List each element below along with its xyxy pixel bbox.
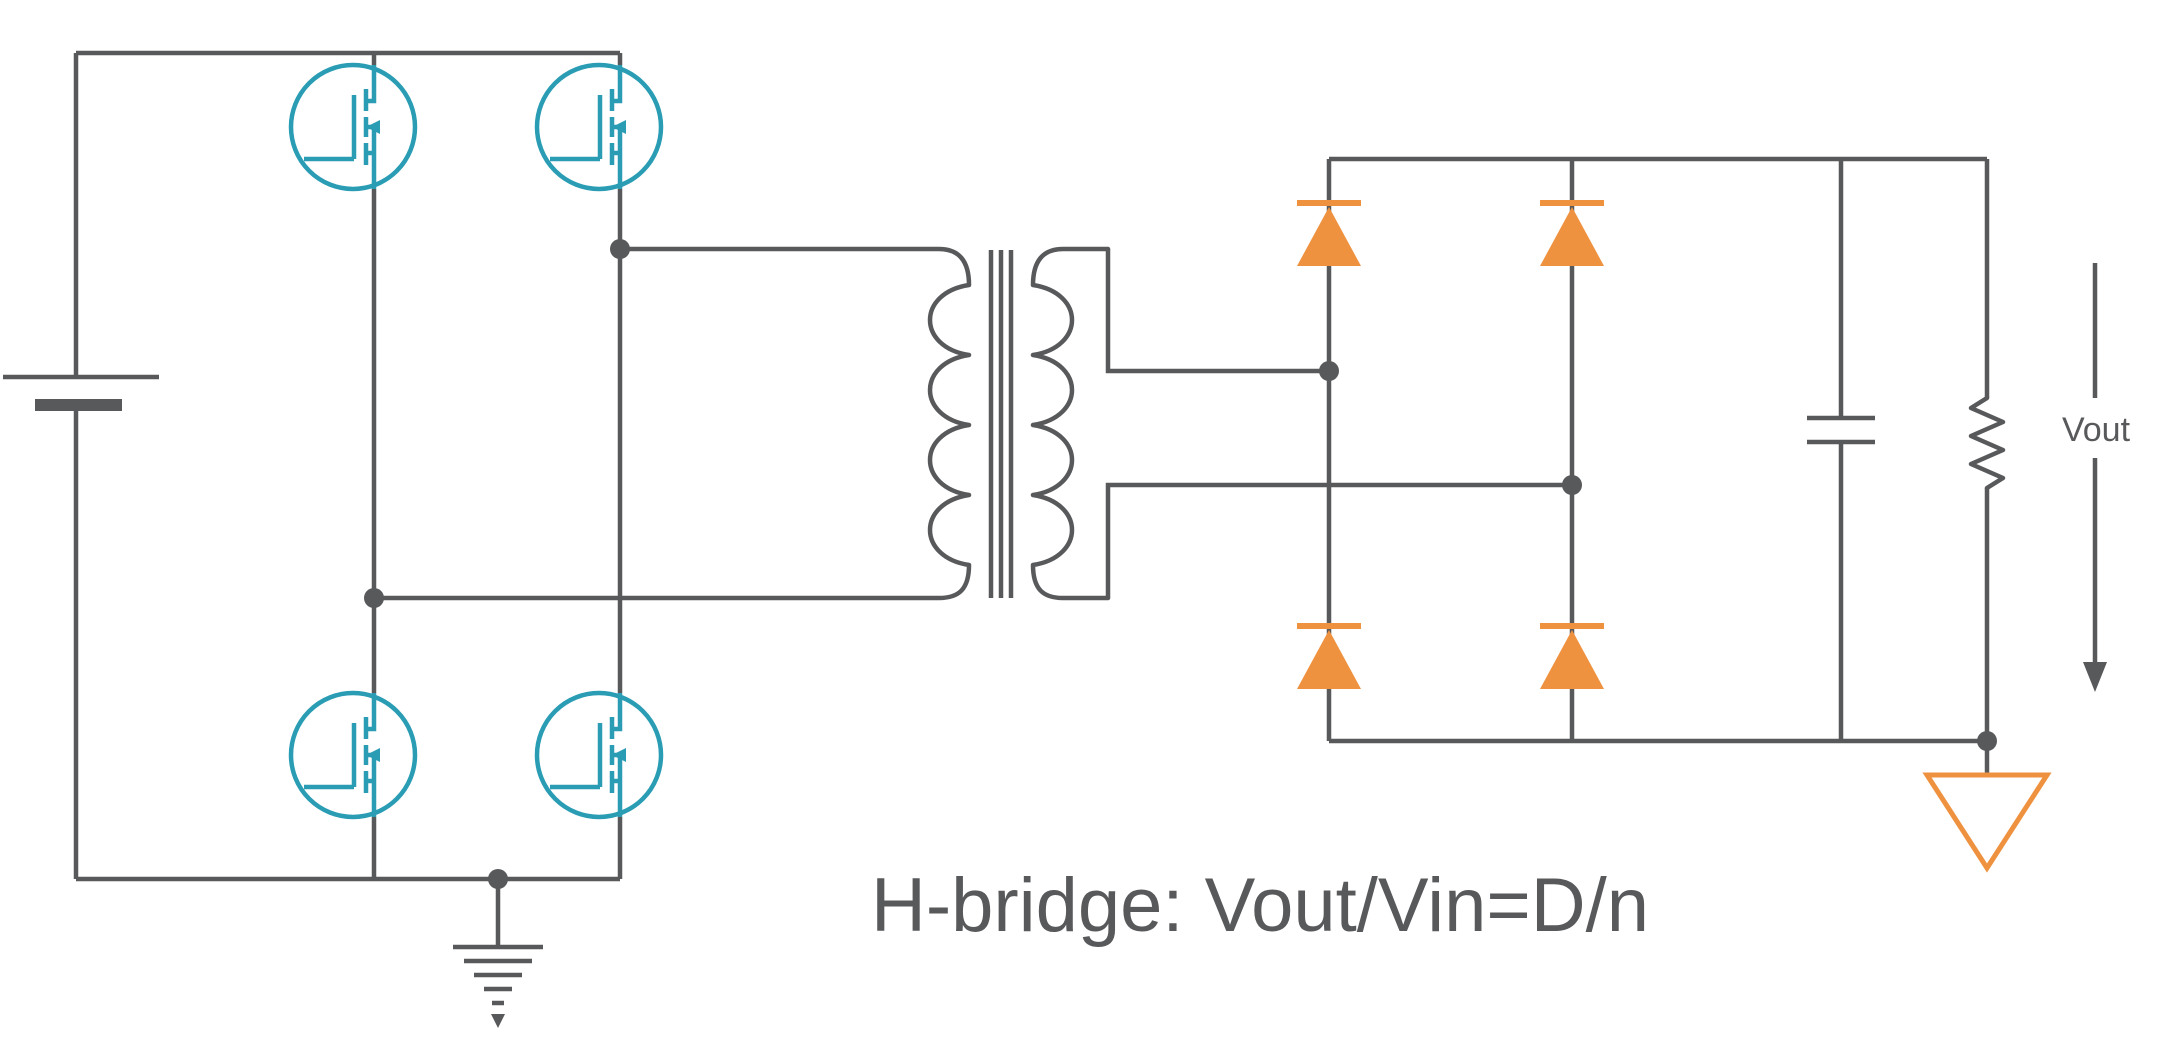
diode-d1-icon [1297,203,1361,266]
junction-dot [488,869,508,889]
diagram-caption: H-bridge: Vout/Vin=D/n [871,863,1649,948]
transformer-secondary-winding [1030,246,1111,601]
vout-label: Vout [2062,411,2131,449]
transformer-symbol [371,246,1111,601]
output-ground-icon [1922,741,2052,873]
rectifier-bridge [1326,156,1987,744]
hbridge-wiring [76,50,623,882]
transformer-primary-winding [371,246,972,601]
junction-dot [1977,731,1997,751]
junction-dot [1562,475,1582,495]
diode-d4-icon [1540,626,1604,689]
diode-d3-icon [1297,626,1361,689]
mosfet-q3-icon [291,693,415,817]
load-resistor-symbol [1968,159,2006,741]
transformer-core [988,250,1014,598]
mosfet-q1-icon [291,65,415,189]
output-capacitor-symbol [1807,159,1875,741]
junction-dot [610,239,630,259]
input-ground-icon [453,879,543,1028]
junction-dot [364,588,384,608]
mosfet-q2-icon [537,65,661,189]
diode-d2-icon [1540,203,1604,266]
junction-dot [1319,361,1339,381]
vout-arrow-icon [2040,263,2154,692]
secondary-wiring [1105,249,1572,598]
mosfet-q4-icon [537,693,661,817]
battery-symbol [3,53,159,879]
